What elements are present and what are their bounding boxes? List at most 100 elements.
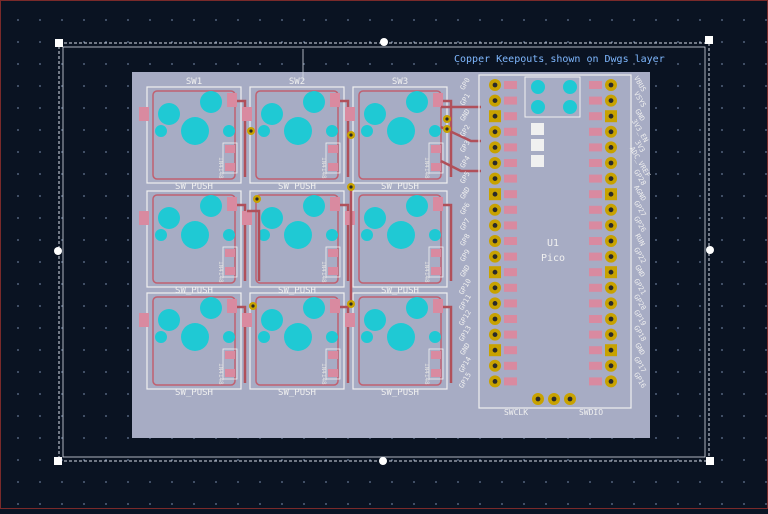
switch-peg-hole [223,229,235,241]
via-drill [255,197,259,201]
switch-outline [352,190,448,288]
switch-pin-hole [261,103,283,125]
copper-trace [440,125,481,143]
handle-top-mid[interactable] [380,38,388,46]
pin-drill [608,129,614,135]
smd-pad [345,313,355,327]
pin-drill [608,238,614,244]
castellated-pad [504,96,517,105]
copper-keepout-note: Copper Keepouts shown on Dwgs layer [454,54,665,65]
smd-pad [242,107,252,121]
pico-left-pins: GP0GP1GNDGP2GP3GP4GP5GNDGP6GP7GP8GP9GNDG… [458,77,517,390]
castellated-pad [589,283,602,292]
via-drill [349,185,353,189]
switch-peg-hole [258,125,270,137]
switch-peg-hole [361,331,373,343]
castellated-pad [504,237,517,245]
switch-pin-hole [158,309,180,331]
switch-center-hole [284,117,312,145]
mcu-reference: U1 [547,238,559,249]
swdio-label: SWDIO [579,408,603,417]
via-drill [251,304,255,308]
switch-pin-hole [303,195,325,217]
handle-bottom-mid[interactable] [379,457,387,465]
smd-pad [242,313,252,327]
copper-trace [443,305,453,383]
pin-drill [492,347,498,353]
pin-drill [492,301,498,306]
switch-pin-hole [303,91,325,113]
smd-pad [227,93,237,107]
switch-value-label: SW_PUSH [175,286,213,296]
switch-keepout [152,194,236,284]
handle-left-mid[interactable] [54,247,62,255]
diode-pad [225,369,235,377]
diode-label: 1N4148 [423,261,430,283]
switch-center-hole [181,323,209,351]
diode-outline [325,246,341,278]
switch-keepout [358,90,442,180]
mcu-value: Pico [541,253,565,264]
switch-pin-hole [364,207,386,229]
smd-pad [433,299,443,313]
diode-label: 1N4148 [217,261,224,283]
diode-pad [431,351,441,359]
copper-trace [237,203,247,281]
castellated-pad [589,268,602,277]
smd-pad [433,93,443,107]
switch-peg-hole [155,125,167,137]
diode-pad [225,267,235,275]
diode-pad [225,163,235,171]
switch-outline [249,86,345,184]
diode-label: 1N4148 [217,363,224,385]
diode-label: 1N4148 [320,261,327,283]
switch-grid: 1N4148SW_PUSHSW11N4148SW_PUSHSW21N4148SW… [139,77,481,398]
selection-handles[interactable] [54,36,714,465]
switch-value-label: SW_PUSH [278,286,316,296]
switch-pin-hole [158,103,180,125]
switch-keepout [358,296,442,386]
pin-drill [608,332,614,337]
diode-pad [225,249,235,257]
handle-right-mid[interactable] [706,246,714,254]
usb-holes [531,80,577,114]
castellated-pad [589,96,602,105]
diode-outline [222,142,238,174]
handle-bottom-right[interactable] [706,457,714,465]
castellated-pad [589,237,602,245]
debug-header: SWCLK SWDIO [504,393,603,417]
switch-reference: SW1 [186,77,202,87]
handle-top-right[interactable] [705,36,713,44]
diode-pad [328,163,338,171]
copper-trace [237,305,247,383]
handle-top-left[interactable] [55,39,63,47]
castellated-pad [504,159,517,167]
pin-drill [492,145,498,150]
switch-value-label: SW_PUSH [381,388,419,398]
switch-peg-hole [258,331,270,343]
pico-footprint[interactable]: U1 Pico GP0GP1GNDGP2GP3GP4GP5GNDGP6GP7GP… [458,74,652,417]
diode-label: 1N4148 [320,157,327,179]
pin-drill [492,113,498,119]
diode-pad [328,351,338,359]
diode-pad [225,351,235,359]
diode-label: 1N4148 [217,157,224,179]
handle-bottom-left[interactable] [54,457,62,465]
pin-drill [608,363,614,369]
copper-trace [247,209,261,281]
smd-pad [139,211,149,225]
castellated-pad [589,299,602,308]
castellated-pad [504,283,517,292]
smd-pad [433,197,443,211]
